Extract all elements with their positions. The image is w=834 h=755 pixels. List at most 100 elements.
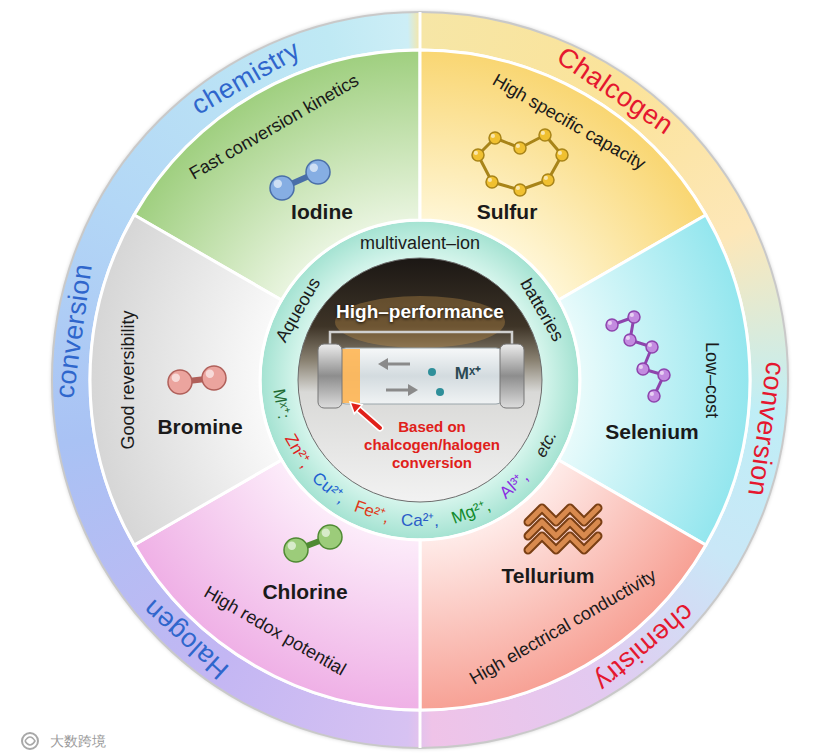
bond [612, 317, 664, 396]
battery-cap [500, 344, 524, 408]
atom [306, 160, 330, 184]
atom [514, 184, 526, 196]
text-anchor: Ca²⁺, [401, 511, 439, 531]
external-wire [330, 332, 512, 344]
watermark-logo [25, 737, 35, 745]
element-name: Bromine [157, 415, 242, 439]
atom [168, 370, 192, 394]
callout-arrow [356, 407, 380, 428]
inner-annulus [260, 220, 580, 540]
callout-arrowhead [350, 402, 362, 414]
atom [202, 366, 226, 390]
atom-highlight [516, 186, 520, 190]
ring-seam [419, 12, 422, 50]
conversion-glow [340, 349, 360, 403]
callout-arrow [356, 407, 380, 428]
text-anchor: multivalent–ion [360, 233, 480, 254]
atom-highlight [608, 321, 612, 325]
atom [542, 174, 554, 186]
atom-highlight [650, 392, 654, 396]
atom-highlight [648, 343, 652, 347]
text-anchor: 大数跨境 [50, 733, 106, 749]
atom-highlight [558, 151, 562, 155]
atom [318, 525, 342, 549]
text-anchor: Low–cost [702, 342, 723, 418]
headline: High–performance [336, 301, 504, 323]
atom [646, 341, 658, 353]
atom-highlight [274, 180, 282, 188]
ion-arrow [386, 363, 410, 366]
atom [284, 538, 308, 562]
text-anchor: Chlorine [262, 580, 347, 604]
atom-highlight [491, 134, 495, 138]
atom-highlight [172, 374, 180, 382]
watermark-logo [22, 733, 38, 749]
atom [606, 319, 618, 331]
ion-dot [428, 368, 436, 376]
segment-shape [420, 460, 706, 710]
atom-highlight [626, 336, 630, 340]
text-anchor: Bromine [157, 415, 242, 439]
atom [648, 390, 660, 402]
text-anchor: Based on chalcogen/halogen conversion [354, 418, 510, 472]
battery-body [338, 348, 504, 404]
element-name: Iodine [291, 200, 353, 224]
ion-arrow [378, 358, 388, 370]
callout-text: Based on chalcogen/halogen conversion [354, 418, 510, 472]
atom [514, 142, 526, 154]
atom [539, 129, 551, 141]
core-disc [298, 258, 542, 502]
ring-seam [419, 710, 422, 748]
text-anchor: Good reversibility [118, 310, 139, 449]
text-anchor: Mˣ⁺ [455, 364, 481, 384]
outer-ring-border [52, 12, 788, 748]
atom-highlight [310, 164, 318, 172]
atom-highlight [516, 144, 520, 148]
text-anchor: Tellurium [502, 564, 595, 588]
battery-cap [318, 344, 342, 408]
atom [270, 176, 294, 200]
atom [489, 132, 501, 144]
property-text: Good reversibility [118, 310, 139, 449]
property-text: Low–cost [702, 342, 723, 418]
watermark: 大数跨境 [50, 733, 106, 749]
atom [472, 149, 484, 161]
atom-highlight [541, 131, 545, 135]
bond [478, 135, 562, 190]
ion-label: Ca²⁺, [401, 511, 439, 531]
atom [658, 369, 670, 381]
ring-inner-edge [90, 50, 750, 710]
element-segment: High electrical conductivityTellurium [416, 456, 710, 714]
atom [624, 334, 636, 346]
atom [486, 176, 498, 188]
ion-arrow [408, 384, 418, 396]
atom-highlight [544, 176, 548, 180]
atom [637, 363, 649, 375]
ion-arrow [386, 389, 410, 392]
tellurium-chain [528, 536, 598, 550]
text-anchor: Iodine [291, 200, 353, 224]
segment-shape [90, 215, 281, 545]
text-anchor: High–performance [336, 301, 504, 323]
atom [628, 311, 640, 323]
atom-highlight [639, 365, 643, 369]
element-segment: Good reversibilityBromine [86, 210, 286, 549]
atom-highlight [288, 542, 296, 550]
element-name: Chlorine [262, 580, 347, 604]
atom-highlight [206, 370, 214, 378]
atom [556, 149, 568, 161]
element-name: Sulfur [477, 200, 538, 224]
atom-highlight [660, 371, 664, 375]
glow [335, 296, 505, 348]
ion-symbol: Mˣ⁺ [455, 364, 481, 384]
text-anchor: Selenium [605, 420, 698, 444]
atom-highlight [630, 313, 634, 317]
atom-highlight [488, 178, 492, 182]
battery-core-disc: High–performanceBased on chalcogen/halog… [296, 256, 544, 504]
ion-dot [436, 388, 444, 396]
element-name: Tellurium [502, 564, 595, 588]
segment-outline [86, 210, 286, 549]
atom-highlight [474, 151, 478, 155]
tellurium-chain [528, 536, 598, 550]
